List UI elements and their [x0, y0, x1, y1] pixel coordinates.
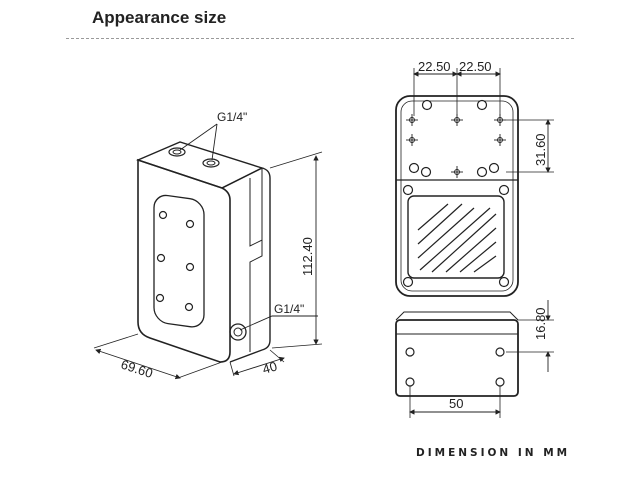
label-spacing-right: 22.50 — [459, 59, 492, 74]
vent-slots — [417, 203, 497, 273]
label-spacing-left: 22.50 — [418, 59, 451, 74]
spacing-dimension: 22.50 22.50 — [413, 59, 501, 116]
offset-dimension: 31.60 — [506, 119, 554, 173]
label-port-top: G1/4" — [217, 110, 247, 124]
side-height-dimension: 16.80 — [506, 300, 554, 372]
units-note: DIMENSION IN MM — [416, 447, 571, 459]
top-view — [395, 95, 519, 297]
side-view — [395, 311, 519, 397]
height-dimension: 112.40 — [269, 151, 323, 349]
label-width: 69.60 — [119, 357, 155, 381]
isometric-view — [136, 141, 271, 363]
label-port-side: G1/4" — [274, 302, 304, 316]
label-bottom-width: 50 — [449, 396, 463, 411]
port-callout-side: G1/4" — [239, 302, 318, 331]
port-callout-top: G1/4" — [179, 110, 247, 161]
label-depth: 40 — [261, 358, 279, 376]
bottom-width-dimension: 50 — [409, 386, 501, 418]
page-title: Appearance size — [92, 8, 227, 27]
label-height: 112.40 — [300, 237, 315, 276]
label-side-height: 16.80 — [533, 307, 548, 340]
header-divider — [66, 38, 574, 39]
label-top-offset: 31.60 — [533, 133, 548, 166]
depth-dimension: 40 — [229, 349, 285, 377]
